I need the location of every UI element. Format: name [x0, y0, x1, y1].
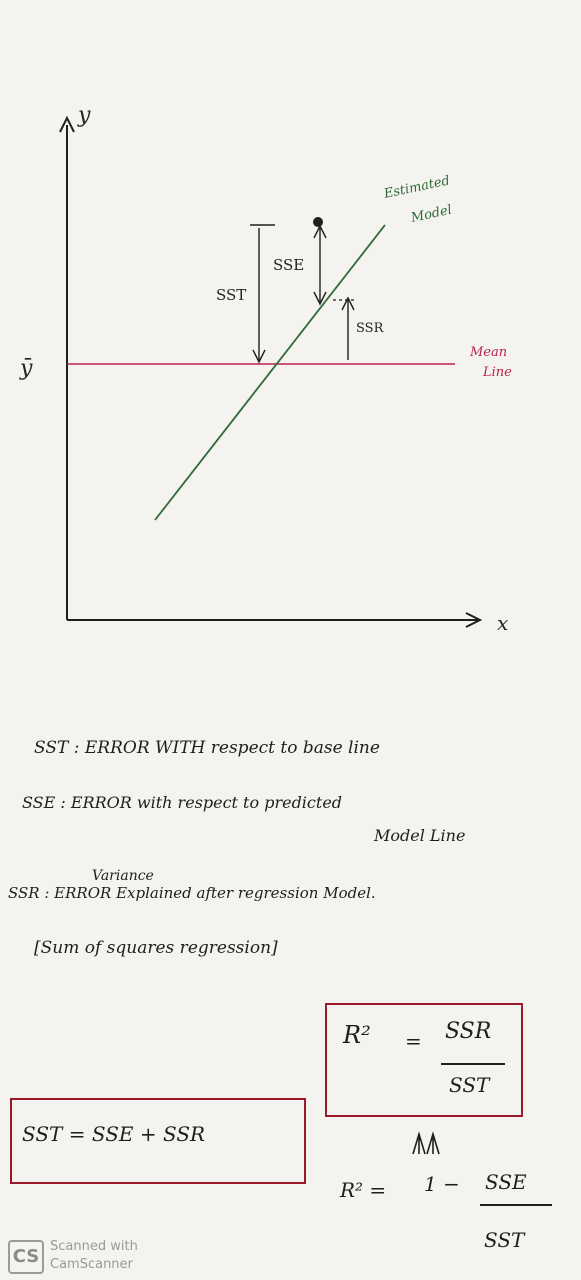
data-point: [313, 217, 323, 227]
estimated-label-line1: Estimated: [382, 173, 452, 202]
watermark-line1: Scanned with: [50, 1239, 138, 1254]
variance-note: Variance: [92, 868, 154, 884]
r2-alt-numerator: SSE: [485, 1170, 527, 1194]
x-axis-arrow: [465, 612, 483, 628]
camscanner-watermark: Scanned with CamScanner: [50, 1238, 138, 1274]
estimated-model-line: [154, 224, 386, 521]
implies-arrow-icon: [412, 1131, 440, 1155]
r2-equals: =: [405, 1029, 422, 1053]
mean-label-line2: Line: [482, 365, 512, 380]
r2-fraction-bar: [441, 1063, 505, 1065]
sst-identity: SST = SSE + SSR: [22, 1122, 206, 1146]
y-axis-label: y: [77, 103, 91, 128]
y-axis-arrow: [59, 115, 75, 133]
ssr-label: SSR: [356, 321, 385, 336]
ssr-definition: SSR : ERROR Explained after regression M…: [8, 884, 376, 902]
sst-definition: SST : ERROR WITH respect to base line: [34, 738, 380, 758]
sse-label: SSE: [273, 256, 304, 274]
r2-lhs: R²: [343, 1021, 371, 1049]
regression-diagram: y x ȳ SST SSE SSR Estimated Model Mean L…: [19, 103, 512, 635]
estimated-label-line2: Model: [409, 203, 454, 226]
r2-numerator: SSR: [445, 1019, 492, 1044]
r2-alt-one-minus: 1 −: [424, 1172, 460, 1196]
mean-label-line1: Mean: [469, 345, 507, 360]
sse-definition-line2: Model Line: [374, 826, 466, 845]
ssr-expansion: [Sum of squares regression]: [34, 938, 278, 958]
sse-definition-line1: SSE : ERROR with respect to predicted: [22, 793, 343, 812]
r2-alt-denominator: SST: [484, 1228, 525, 1252]
r2-formula-box: R² = SSR SST: [325, 1003, 523, 1117]
r2-alt-lhs: R² =: [340, 1178, 387, 1202]
watermark-line2: CamScanner: [50, 1257, 133, 1272]
x-axis-label: x: [497, 611, 508, 635]
r2-denominator: SST: [449, 1073, 490, 1097]
y-bar-label: ȳ: [19, 356, 33, 381]
camscanner-logo: CS: [8, 1240, 44, 1274]
r2-alt-fraction-bar: [480, 1204, 552, 1206]
sst-label: SST: [216, 286, 246, 304]
sst-identity-box: SST = SSE + SSR: [10, 1098, 306, 1184]
